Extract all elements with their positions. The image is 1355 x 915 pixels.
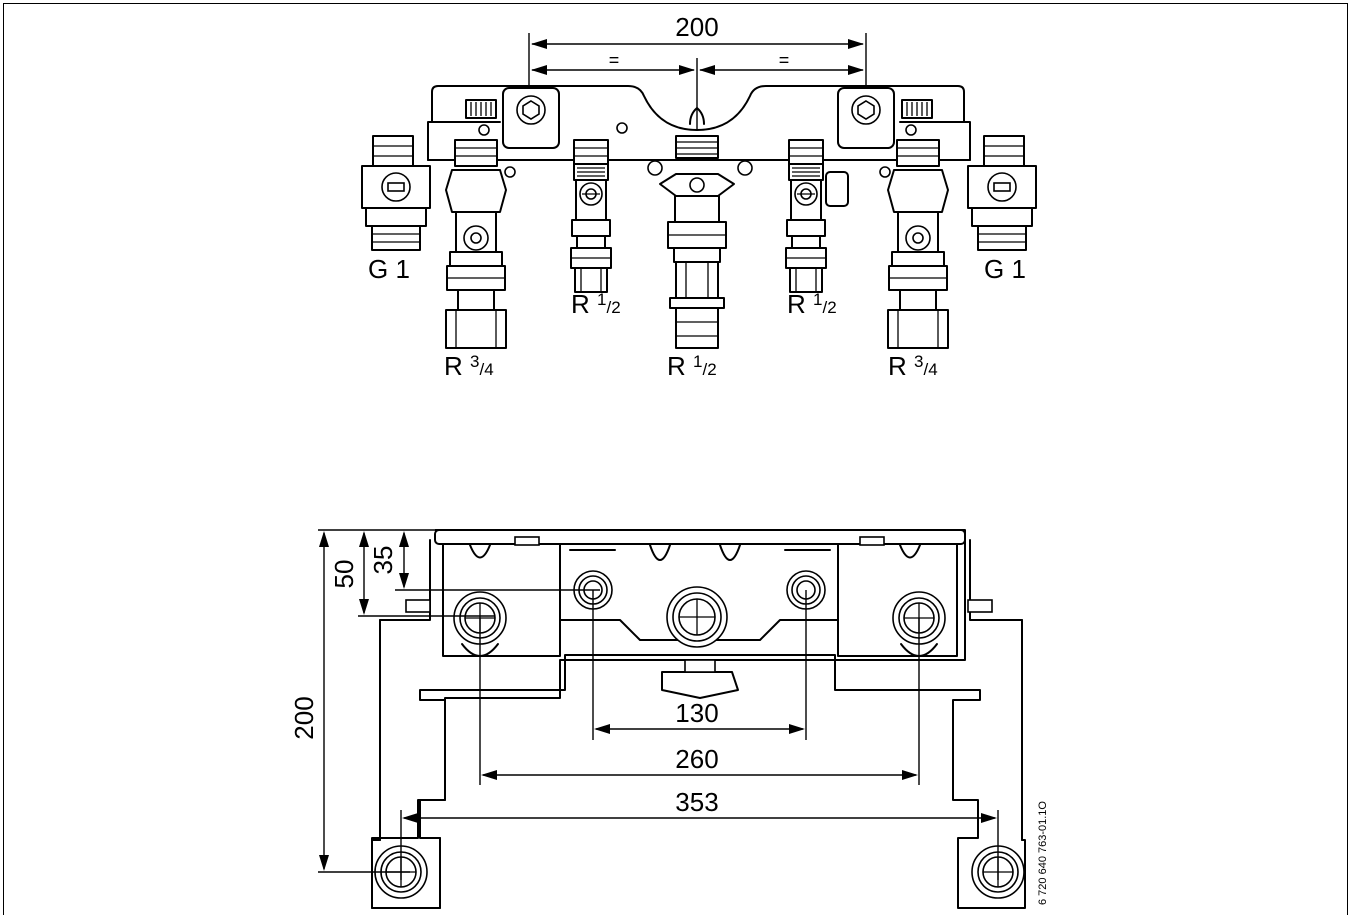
right-grille bbox=[901, 99, 933, 119]
dimension-50-label: 50 bbox=[329, 560, 359, 589]
valve-r34-left bbox=[445, 139, 507, 349]
dimension-130-label: 130 bbox=[675, 698, 718, 728]
screw-icon bbox=[647, 160, 663, 176]
gas-valve-handle bbox=[661, 671, 739, 699]
screw-icon bbox=[737, 160, 753, 176]
dimension-35-label: 35 bbox=[368, 546, 398, 575]
mounting-frame bbox=[371, 529, 966, 909]
dimension-353-label: 353 bbox=[675, 787, 718, 817]
label-r12-center: R 1/2 bbox=[667, 351, 717, 381]
valve-r12-left bbox=[570, 139, 612, 293]
top-view: 200 = = G 1 G 1 R 3/4 R 1/2 R 1/2 R 1/2 … bbox=[361, 12, 1037, 381]
label-r34-left: R 3/4 bbox=[444, 351, 494, 381]
equal-sign-left: = bbox=[609, 50, 620, 70]
label-g1-right: G 1 bbox=[984, 254, 1026, 284]
connection-gas bbox=[666, 586, 728, 648]
label-r34-right: R 3/4 bbox=[888, 351, 938, 381]
mounting-rail bbox=[427, 85, 971, 161]
top-rail bbox=[434, 529, 966, 545]
label-r12-right: R 1/2 bbox=[787, 289, 837, 319]
reference-code: 6 720 640 763-01.1O bbox=[1037, 801, 1049, 905]
left-grille bbox=[465, 99, 497, 119]
connector-g1-left bbox=[361, 135, 431, 251]
dimension-260-label: 260 bbox=[675, 744, 718, 774]
gas-flame-icon bbox=[689, 107, 705, 125]
bottom-view: 35 50 200 130 260 353 6 720 640 763-01.1… bbox=[289, 529, 1049, 909]
connector-g1-right bbox=[967, 135, 1037, 251]
valve-r12-right bbox=[785, 139, 849, 293]
dimension-200-side-label: 200 bbox=[289, 696, 319, 739]
drawing-frame bbox=[3, 3, 1348, 915]
valve-r34-right bbox=[887, 139, 949, 349]
valve-r12-center bbox=[659, 173, 735, 349]
label-r12-left: R 1/2 bbox=[571, 289, 621, 319]
equal-sign-right: = bbox=[779, 50, 790, 70]
label-g1-left: G 1 bbox=[368, 254, 410, 284]
gas-inlet-connector bbox=[675, 135, 719, 159]
dimension-200-top-label: 200 bbox=[675, 12, 718, 42]
